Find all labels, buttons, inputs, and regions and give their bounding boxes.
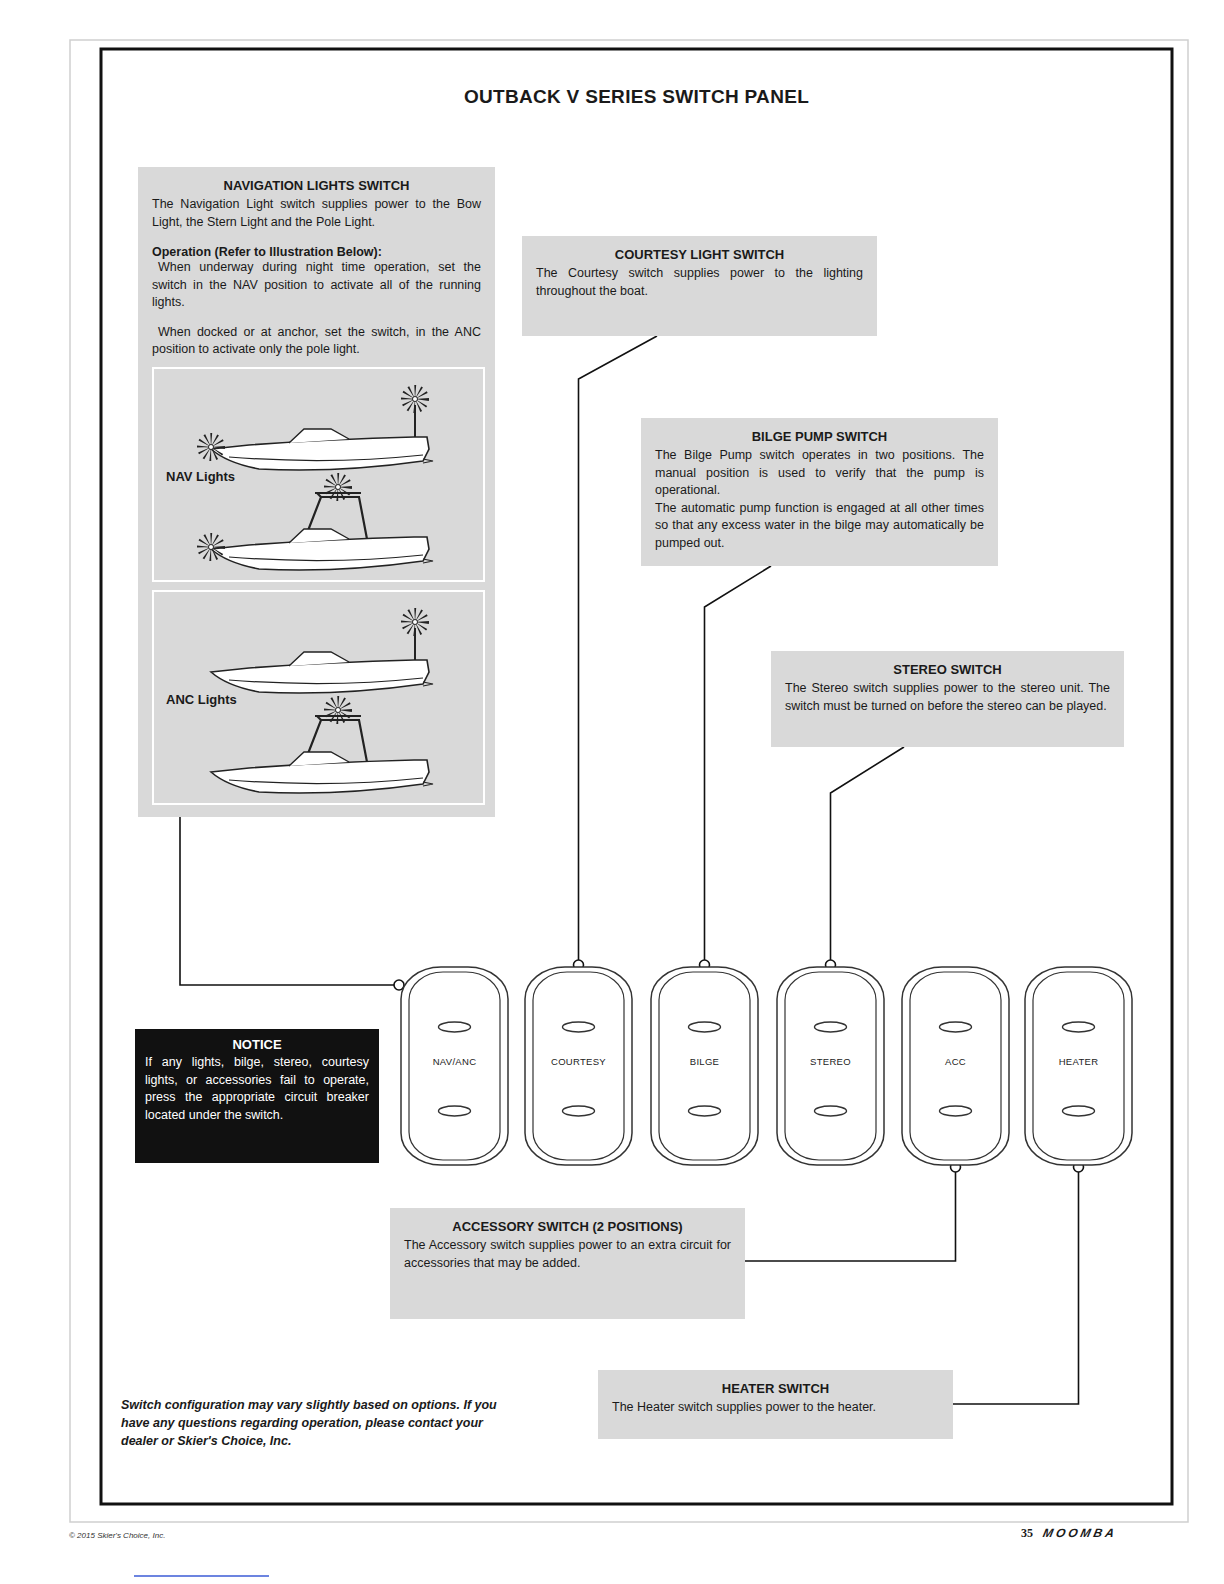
- indicator-slot: [940, 1022, 972, 1032]
- heading: STEREO SWITCH: [785, 662, 1110, 677]
- heading: NOTICE: [145, 1037, 369, 1052]
- copyright: © 2015 Skier's Choice, Inc.: [69, 1531, 269, 1540]
- body-text: The Accessory switch supplies power to a…: [404, 1237, 731, 1272]
- page-border: [70, 40, 1188, 1522]
- switch-rocker: [659, 972, 750, 1160]
- indicator-slot: [1063, 1106, 1095, 1116]
- illustration-panel: ANC Lights: [152, 590, 485, 805]
- runabout-boat: [204, 392, 433, 470]
- rocker-switch: NAV/ANC: [399, 965, 510, 1167]
- switch-body: [401, 967, 508, 1165]
- body-text: When docked or at anchor, set the switch…: [152, 324, 481, 359]
- switch-rocker: [785, 972, 876, 1160]
- drawing-use: [331, 703, 345, 717]
- heading: NAVIGATION LIGHTS SWITCH: [152, 178, 481, 193]
- indicator-slot: [815, 1106, 847, 1116]
- drawing-use: [211, 652, 433, 693]
- heading: Operation (Refer to Illustration Below):: [152, 245, 481, 259]
- switch-body: [902, 967, 1009, 1165]
- body-text: The Heater switch supplies power to the …: [612, 1399, 939, 1417]
- runabout-boat: [211, 615, 433, 693]
- body-text: The automatic pump function is engaged a…: [655, 500, 984, 553]
- rocker-switch: ACC: [900, 965, 1011, 1167]
- footnote: Switch configuration may vary slightly b…: [121, 1396, 511, 1450]
- switch-label: ACC: [945, 1056, 966, 1067]
- body-text: When underway during night time operatio…: [152, 259, 481, 312]
- switch-label: HEATER: [1059, 1056, 1099, 1067]
- indicator-slot: [563, 1022, 595, 1032]
- leader-line: [180, 817, 399, 986]
- panel-label: ANC Lights: [166, 692, 483, 707]
- switch-rocker: [533, 972, 624, 1160]
- leader-line: [831, 747, 905, 965]
- callout-box: COURTESY LIGHT SWITCH The Courtesy switch…: [522, 236, 877, 336]
- drawing-use: [211, 429, 433, 470]
- callout-box: BILGE PUMP SWITCH The Bilge Pump switch o…: [641, 418, 998, 566]
- body-text: The Navigation Light switch supplies pow…: [152, 196, 481, 231]
- leader-line: [705, 566, 772, 965]
- tower-boat: [204, 480, 433, 570]
- heading: COURTESY LIGHT SWITCH: [536, 247, 863, 262]
- indicator-slot: [439, 1022, 471, 1032]
- drawing-use: [408, 615, 422, 629]
- body-text: The Stereo switch supplies power to the …: [785, 680, 1110, 715]
- drawing-use: [211, 752, 433, 793]
- heading: HEATER SWITCH: [612, 1381, 939, 1396]
- page-title: OUTBACK V SERIES SWITCH PANEL: [101, 86, 1172, 108]
- switch-label: COURTESY: [551, 1056, 606, 1067]
- link-underline: [134, 1575, 269, 1577]
- switch-rocker: [1033, 972, 1124, 1160]
- tower-boat: [211, 703, 433, 793]
- body-text: The Bilge Pump switch operates in two po…: [655, 447, 984, 500]
- switch-body: [777, 967, 884, 1165]
- callout-box: STEREO SWITCH The Stereo switch supplies …: [771, 651, 1124, 747]
- drawing-use: [408, 392, 422, 406]
- indicator-slot: [815, 1022, 847, 1032]
- brand-logo: MOOMBA: [1042, 1526, 1185, 1540]
- rocker-switch: STEREO: [775, 965, 886, 1167]
- indicator-slot: [940, 1106, 972, 1116]
- drawing-use: [331, 480, 345, 494]
- switch-rocker: [409, 972, 500, 1160]
- body-text: The Courtesy switch supplies power to th…: [536, 265, 863, 300]
- callout-box: HEATER SWITCH The Heater switch supplies …: [598, 1370, 953, 1439]
- switch-body: [1025, 967, 1132, 1165]
- drawing-use: [204, 440, 218, 454]
- callout-box: ACCESSORY SWITCH (2 POSITIONS) The Access…: [390, 1208, 745, 1319]
- indicator-slot: [689, 1106, 721, 1116]
- indicator-slot: [1063, 1022, 1095, 1032]
- heading: BILGE PUMP SWITCH: [655, 429, 984, 444]
- content-frame: [101, 49, 1172, 1504]
- switch-label: NAV/ANC: [433, 1056, 477, 1067]
- drawing-use: [204, 540, 218, 554]
- callout-box: NAVIGATION LIGHTS SWITCH The Navigation L…: [138, 167, 495, 817]
- indicator-slot: [689, 1022, 721, 1032]
- rocker-switch: COURTESY: [523, 965, 634, 1167]
- notice-box: NOTICE If any lights, bilge, stereo, cour…: [135, 1029, 379, 1163]
- switch-body: [525, 967, 632, 1165]
- leader-line: [953, 1167, 1079, 1404]
- page-number: 35: [1021, 1526, 1041, 1541]
- panel-label: NAV Lights: [166, 469, 483, 484]
- body-text: If any lights, bilge, stereo, courtesy l…: [145, 1054, 369, 1124]
- switch-label: STEREO: [810, 1056, 851, 1067]
- indicator-slot: [563, 1106, 595, 1116]
- indicator-slot: [439, 1106, 471, 1116]
- switch-rocker: [910, 972, 1001, 1160]
- switch-label: BILGE: [690, 1056, 720, 1067]
- rocker-switch: BILGE: [649, 965, 760, 1167]
- drawing-use: [211, 529, 433, 570]
- leader-line: [745, 1167, 956, 1261]
- heading: ACCESSORY SWITCH (2 POSITIONS): [404, 1219, 731, 1234]
- illustration-panel: NAV Lights: [152, 367, 485, 582]
- switch-body: [651, 967, 758, 1165]
- rocker-switch: HEATER: [1023, 965, 1134, 1167]
